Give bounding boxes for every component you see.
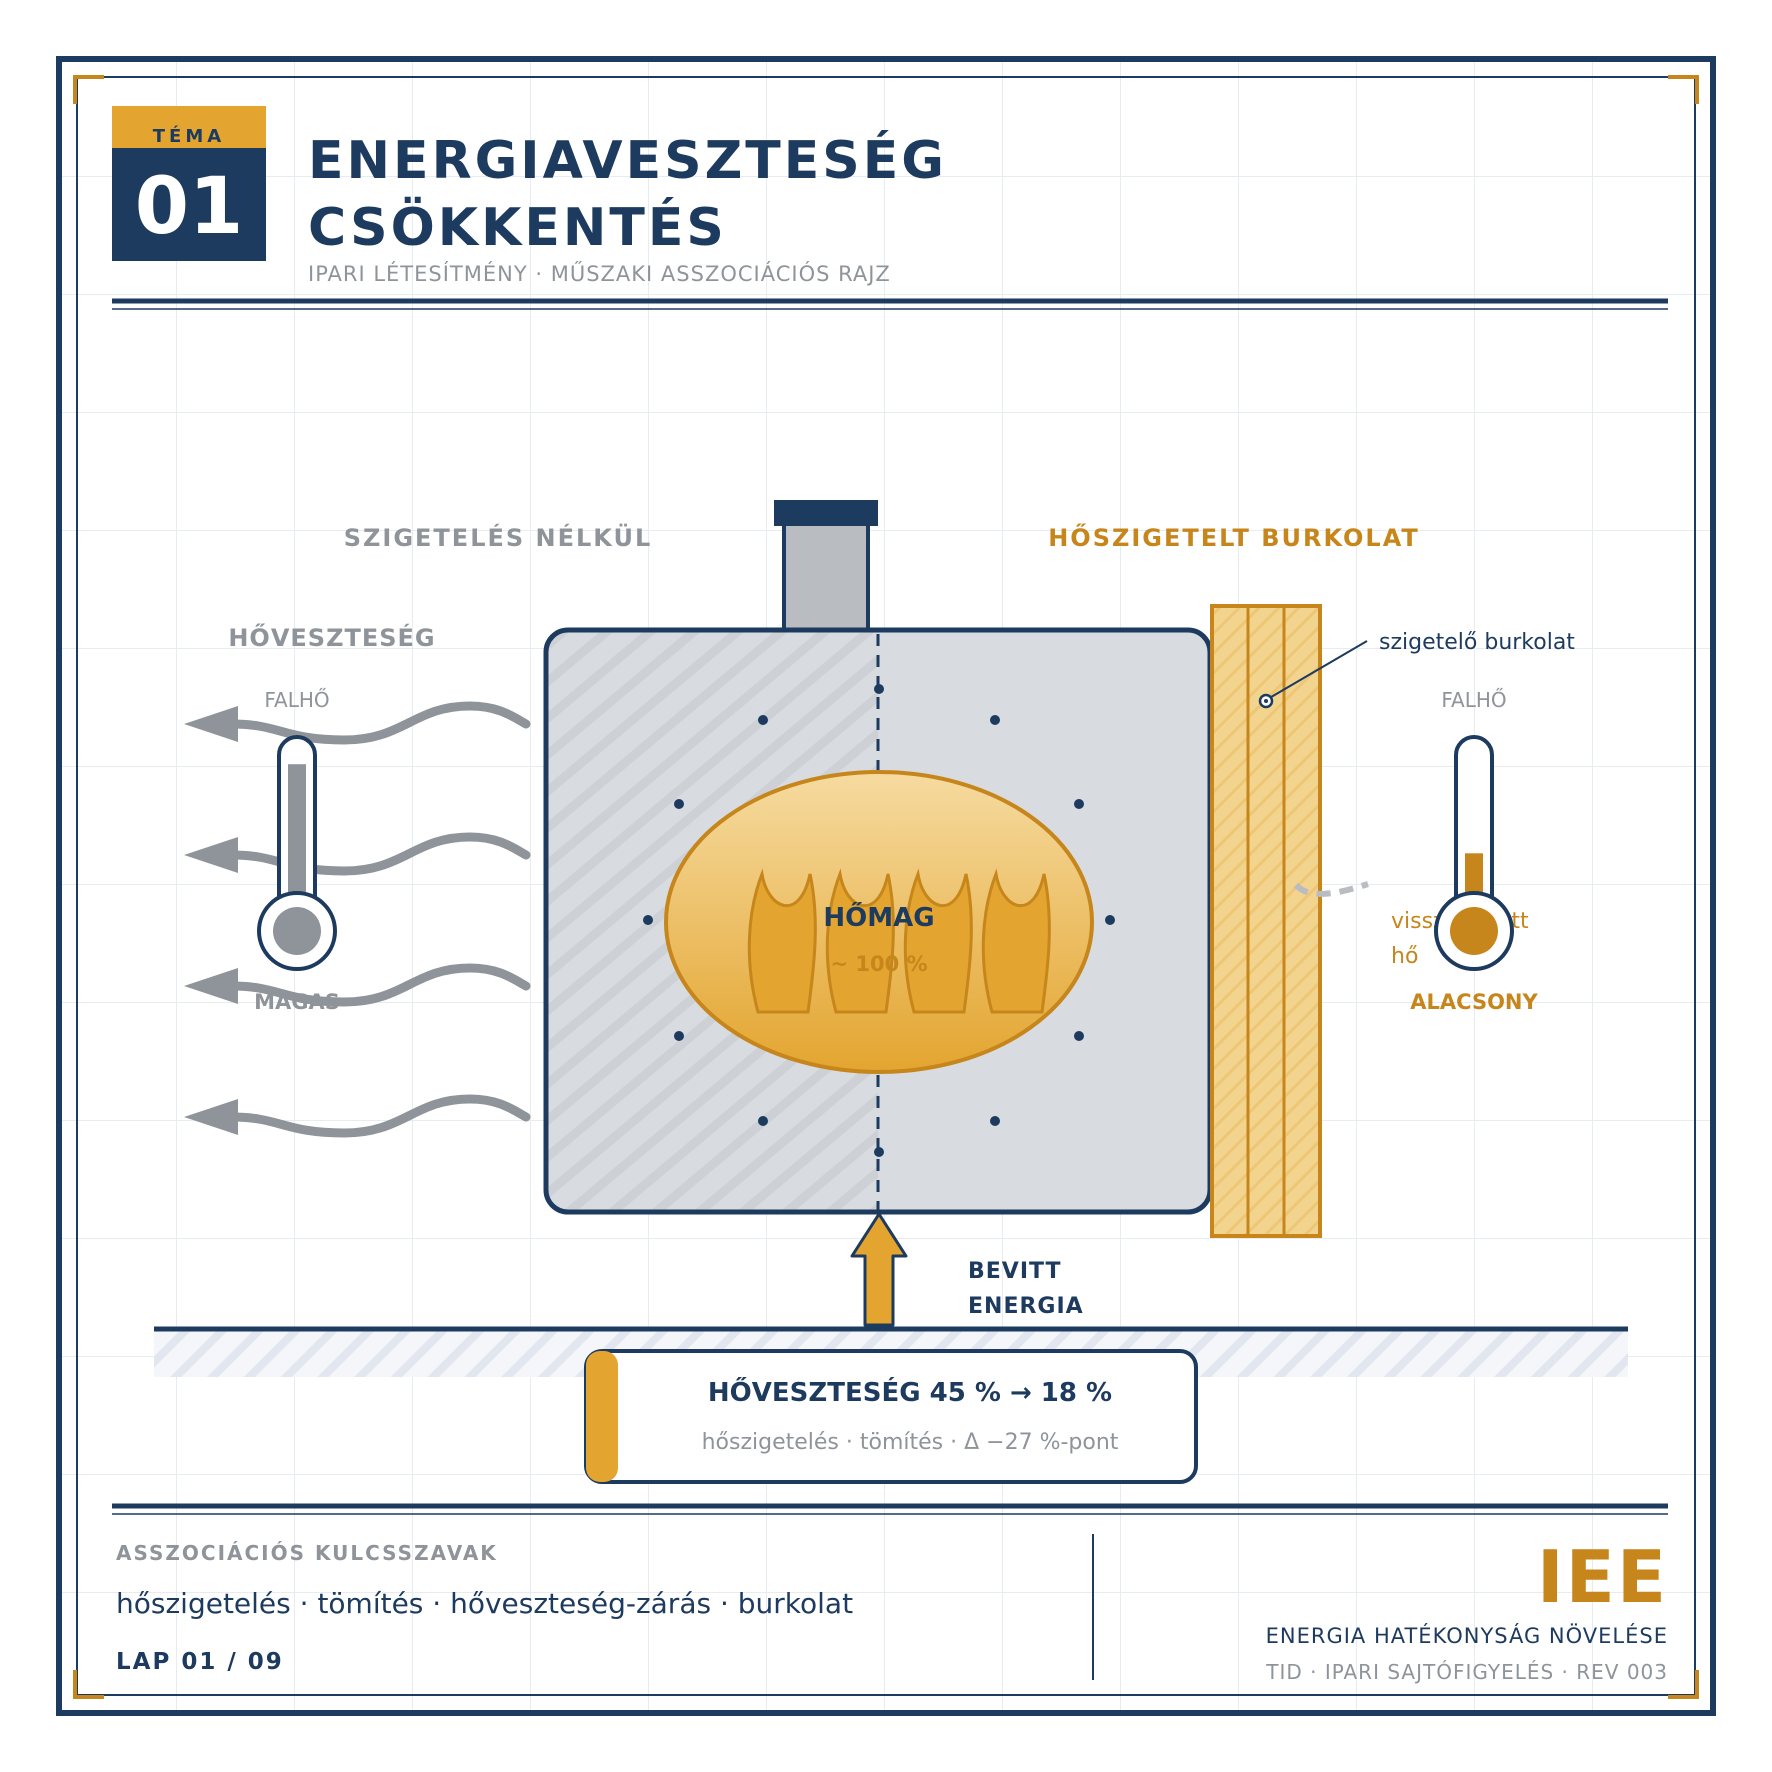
right-thermometer-level: ALACSONY — [1410, 990, 1538, 1014]
wave-arrow-4 — [184, 1094, 531, 1138]
heat-loss-label: HŐVESZTESÉG — [228, 622, 435, 652]
badge-label: TÉMA — [153, 125, 225, 147]
corner-marks — [73, 75, 1699, 1699]
insulation-callout-label: szigetelő burkolat — [1379, 630, 1575, 655]
chimney — [774, 500, 878, 632]
result-headline: HŐVESZTESÉG 45 % → 18 % — [708, 1376, 1112, 1408]
keywords-list: hőszigetelés · tömítés · hőveszteség-zár… — [116, 1587, 853, 1620]
badge-number: 01 — [135, 162, 244, 252]
core-label: HŐMAG — [823, 901, 934, 933]
result-detail: hőszigetelés · tömítés · Δ −27 %-pont — [702, 1430, 1119, 1455]
right-heading: HŐSZIGETELT BURKOLAT — [1048, 522, 1420, 552]
core-value: ~ 100 % — [830, 952, 927, 976]
outer-frame — [56, 56, 1716, 1716]
energy-input-line1: BEVITT — [968, 1259, 1062, 1284]
topic-badge: TÉMA 01 — [112, 106, 266, 261]
org-name: ENERGIA HATÉKONYSÁG NÖVELÉSE — [1266, 1623, 1668, 1648]
retained-heat-dash — [1293, 881, 1369, 897]
page-subtitle: IPARI LÉTESÍTMÉNY · MŰSZAKI ASSZOCIÁCIÓS… — [308, 261, 891, 286]
insulation-callout — [1258, 640, 1368, 709]
page-counter: LAP 01 / 09 — [116, 1649, 284, 1675]
right-thermometer-icon — [1434, 735, 1514, 971]
left-thermometer-icon — [257, 735, 337, 971]
inner-frame — [76, 76, 1696, 1696]
page-title-line1: ENERGIAVESZTESÉG — [308, 130, 947, 191]
page-title-line2: CSÖKKENTÉS — [308, 196, 727, 258]
left-thermometer-caption: FALHŐ — [264, 688, 329, 712]
brand-logo: IEE — [1537, 1535, 1668, 1619]
energy-input-arrow — [850, 1212, 908, 1327]
wave-arrow-1 — [184, 701, 531, 745]
wave-arrow-3 — [184, 963, 531, 1007]
left-thermometer-level: MAGAS — [254, 990, 340, 1014]
heat-core — [664, 770, 1094, 1074]
heat-loss-waves — [184, 701, 531, 1138]
right-thermometer-caption: FALHŐ — [1441, 688, 1506, 712]
result-box: HŐVESZTESÉG 45 % → 18 % hőszigetelés · t… — [584, 1349, 1198, 1484]
sensor-dots — [643, 684, 1115, 1157]
left-heading: SZIGETELÉS NÉLKÜL — [344, 522, 653, 552]
keywords-heading: ASSZOCIÁCIÓS KULCSSZAVAK — [116, 1541, 498, 1565]
energy-input-line2: ENERGIA — [968, 1294, 1084, 1319]
retained-heat-line2: hő — [1391, 944, 1418, 969]
org-meta: TID · IPARI SAJTÓFIGYELÉS · REV 003 — [1265, 1660, 1668, 1684]
insulation-jacket — [1210, 604, 1322, 1238]
flame-icon — [747, 868, 1051, 1014]
